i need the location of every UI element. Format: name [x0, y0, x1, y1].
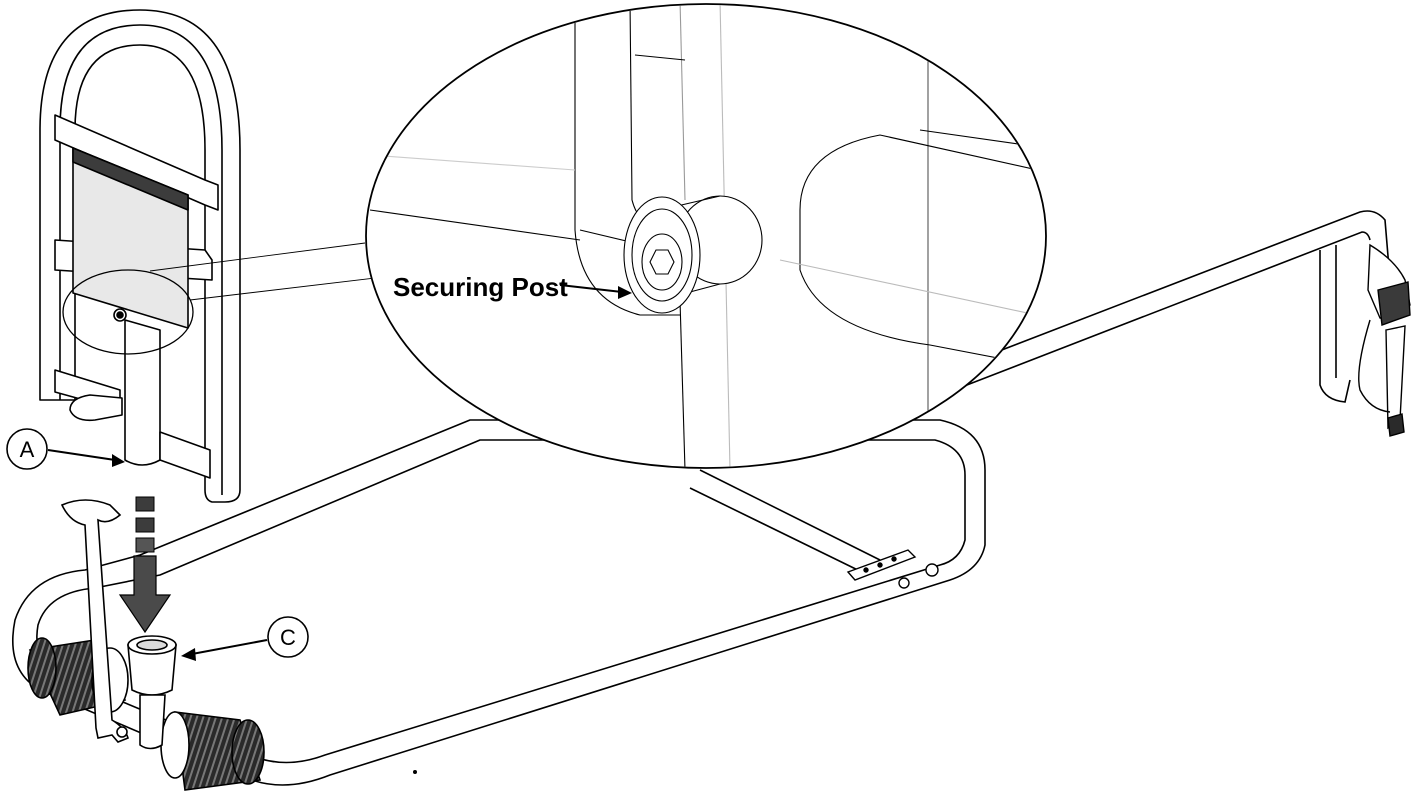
detail-leader-lines [149, 242, 401, 301]
detail-callout: Securing Post [365, 3, 1047, 469]
foot-grip-left [27, 637, 129, 716]
callout-c-letter: C [280, 625, 296, 650]
hinge-plate [846, 549, 939, 589]
down-arrow-icon [118, 496, 172, 634]
securing-post-label: Securing Post [393, 272, 568, 302]
callout-c: C [181, 616, 309, 661]
wrench-icon [60, 499, 129, 743]
callout-a: A [6, 428, 125, 470]
strap-buckle [1358, 243, 1411, 437]
foot-grip-right [160, 711, 265, 791]
top-rail [819, 210, 1391, 439]
detail-highlight-ring [62, 269, 194, 355]
base-frame [12, 419, 986, 786]
frame-rivet [413, 770, 417, 774]
grab-handle [39, 9, 241, 503]
callout-a-letter: A [20, 437, 35, 462]
post-receiver [127, 635, 177, 750]
